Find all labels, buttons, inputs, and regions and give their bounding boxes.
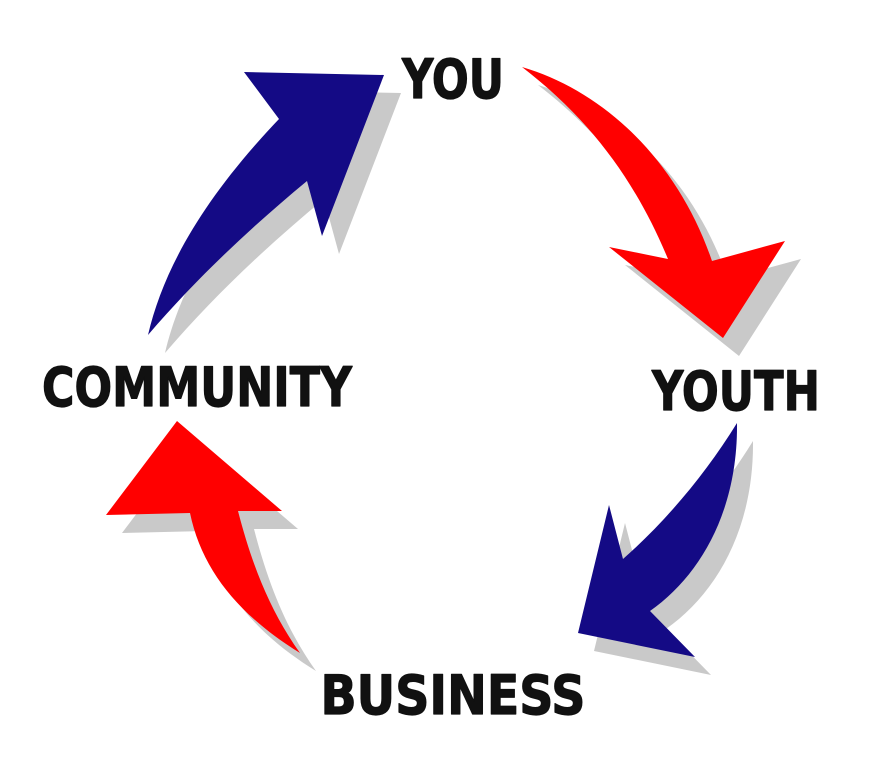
node-label-business: BUSINESS [321,664,586,727]
node-label-youth: YOUTH [651,360,820,423]
arrow-community-to-you-body [148,72,384,335]
arrow-you-to-youth [522,67,801,356]
node-label-you: YOU [401,48,504,111]
arrow-you-to-youth-body [522,67,785,338]
node-label-community: COMMUNITY [42,356,353,419]
arrow-youth-to-business [578,423,754,675]
arrow-youth-to-business-body [578,423,738,657]
arrow-business-to-community [106,421,316,671]
arrow-business-to-community-body [106,421,300,653]
arrow-community-to-you [148,72,401,353]
